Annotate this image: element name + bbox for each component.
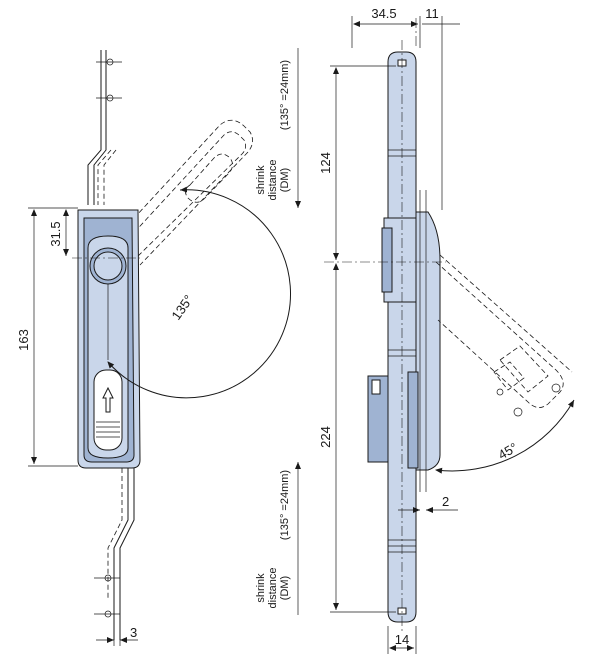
- side-rotation-arc: [435, 399, 575, 474]
- dim-34-5-label: 34.5: [371, 6, 396, 21]
- shrink-lower-line3: (DM): [279, 576, 291, 600]
- arrow-up-icon: [102, 386, 114, 413]
- angle-45-label: 45°: [495, 440, 520, 463]
- pin-icon: [496, 388, 504, 396]
- shrink-lower-spec: (135° =24mm): [279, 470, 291, 540]
- shrink-upper-line1: shrink: [255, 165, 267, 195]
- dim-11-label: 11: [425, 6, 439, 21]
- side-view: [324, 16, 575, 654]
- dim-14: [387, 626, 417, 654]
- dim-3-label: 3: [130, 625, 137, 640]
- dim-163-label: 163: [16, 329, 31, 351]
- dim-124: [330, 65, 396, 260]
- dim-124-label: 124: [318, 152, 333, 174]
- dim-14-label: 14: [395, 632, 409, 647]
- dim-224-label: 224: [318, 426, 333, 448]
- dim-2-label: 2: [442, 494, 449, 509]
- side-housing: [415, 211, 441, 471]
- dim-163: [28, 207, 78, 467]
- pin-icon: [551, 383, 561, 393]
- shrink-upper-line3: (DM): [279, 168, 291, 192]
- dim-3: [96, 628, 138, 646]
- front-lower-rod: [94, 468, 135, 640]
- rotation-arc: [107, 186, 292, 399]
- front-housing: [77, 209, 141, 469]
- front-upper-rod: [87, 50, 122, 205]
- shrink-lower-line2: distance: [267, 568, 279, 609]
- shrink-lower-line1: shrink: [255, 573, 267, 603]
- dim-224: [330, 263, 396, 613]
- dim-top: [351, 16, 460, 210]
- pin-icon: [513, 407, 523, 417]
- dim-31-5-label: 31.5: [48, 221, 63, 246]
- front-view: [28, 50, 292, 646]
- shrink-upper-spec: (135° =24mm): [279, 60, 291, 130]
- angle-135-label: 135°: [168, 292, 196, 323]
- shrink-upper-line2: distance: [267, 160, 279, 201]
